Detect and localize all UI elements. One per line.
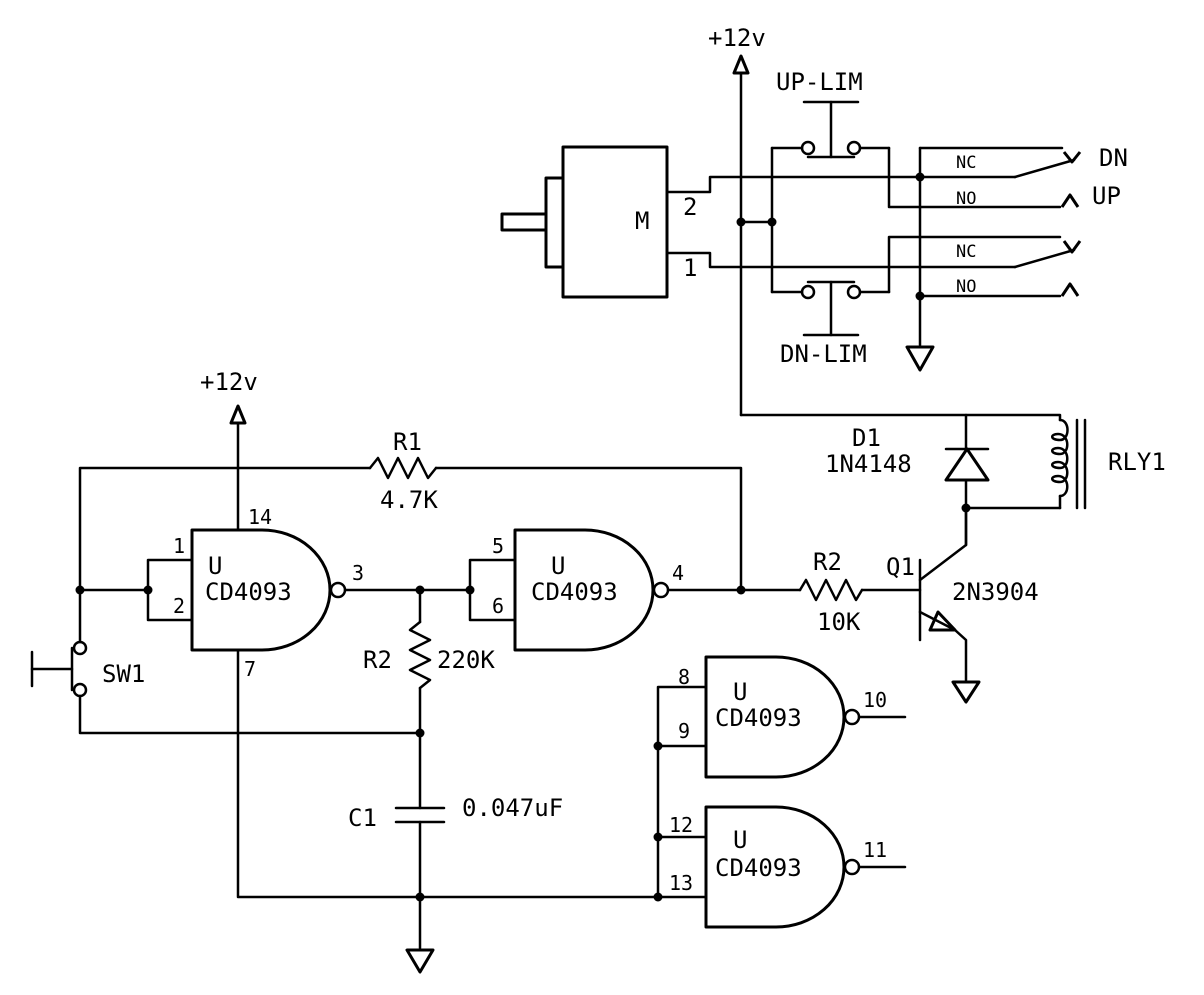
- gate4-pin-13: 13: [669, 871, 693, 895]
- switch-ref: SW1: [102, 660, 145, 688]
- r1-value: 4.7K: [380, 486, 438, 514]
- relay-contact-bottom: [1013, 240, 1082, 297]
- motor-wire-1: [665, 251, 1017, 269]
- junction-dot: [736, 217, 746, 227]
- contact-dn-label: DN: [1099, 144, 1128, 172]
- motor-wire-2: [665, 175, 1017, 194]
- r2-timing-ref: R2: [363, 646, 392, 674]
- diode-ref: D1: [852, 424, 881, 452]
- relay-coil: [964, 418, 1087, 510]
- gate1-pin-3: 3: [352, 561, 364, 585]
- switch-sw1: [30, 588, 422, 735]
- gate1-pin-1: 1: [173, 534, 185, 558]
- nand-gate-3: [704, 655, 907, 779]
- nand-gate-4: [704, 805, 907, 929]
- motor-pin-2: 2: [683, 193, 697, 221]
- contact-nc-bottom: NC: [956, 242, 976, 262]
- resistor-r2-timing: [408, 620, 432, 690]
- resistor-r1: [368, 456, 438, 480]
- contact-nc-top: NC: [956, 153, 976, 173]
- transistor-ref: Q1: [886, 553, 915, 581]
- down-limit-switch: [800, 280, 862, 337]
- motor-pin-1: 1: [683, 254, 697, 282]
- capacitor-c1: [394, 806, 446, 974]
- gate2-pin-4: 4: [672, 561, 684, 585]
- supply-label-left: +12v: [200, 368, 258, 396]
- gate4-u: U: [733, 826, 747, 854]
- contact-up-label: UP: [1092, 182, 1121, 210]
- contact-no-top: NO: [956, 189, 976, 209]
- gate1-pin-7: 7: [244, 657, 256, 681]
- gate4-pin-12: 12: [669, 813, 693, 837]
- supply-arrow-left: [229, 404, 247, 425]
- transistor-q1: [918, 506, 981, 704]
- relay-contact-top: [918, 146, 1082, 208]
- r2-base-value: 10K: [817, 608, 861, 636]
- gate1-pin-2: 2: [173, 594, 185, 618]
- gate1-u: U: [208, 552, 222, 580]
- supply-arrow-top: [732, 54, 750, 417]
- cap-value: 0.047uF: [462, 794, 563, 822]
- gate1-pin-14: 14: [248, 505, 272, 529]
- gate3-pin-8: 8: [678, 665, 690, 689]
- gate1-part: CD4093: [205, 578, 292, 606]
- gate2-u: U: [551, 552, 565, 580]
- resistor-r2-base: [798, 578, 864, 602]
- ground-symbol: [951, 680, 981, 704]
- up-limit-label: UP-LIM: [776, 68, 863, 96]
- gate2-pin-6: 6: [492, 594, 504, 618]
- gate3-pin-10: 10: [863, 688, 887, 712]
- gate3-u: U: [733, 678, 747, 706]
- r2-timing-value: 220K: [437, 646, 495, 674]
- transistor-part: 2N3904: [952, 578, 1039, 606]
- supply-label-top: +12v: [708, 24, 766, 52]
- ground-symbol: [905, 345, 935, 372]
- up-limit-switch: [800, 100, 862, 159]
- r1-ref: R1: [393, 428, 422, 456]
- r2-base-ref: R2: [813, 548, 842, 576]
- diode-part: 1N4148: [825, 450, 912, 478]
- motor-letter: M: [635, 207, 649, 235]
- gate4-part: CD4093: [715, 854, 802, 882]
- gate3-part: CD4093: [715, 704, 802, 732]
- contact-no-bottom: NO: [956, 277, 976, 297]
- relay-ref: RLY1: [1108, 448, 1166, 476]
- gate2-part: CD4093: [531, 578, 618, 606]
- gate2-pin-5: 5: [492, 534, 504, 558]
- gate3-pin-9: 9: [678, 719, 690, 743]
- gate4-pin-11: 11: [863, 838, 887, 862]
- cap-ref: C1: [348, 804, 377, 832]
- motor: [500, 145, 669, 299]
- down-limit-label: DN-LIM: [780, 340, 867, 368]
